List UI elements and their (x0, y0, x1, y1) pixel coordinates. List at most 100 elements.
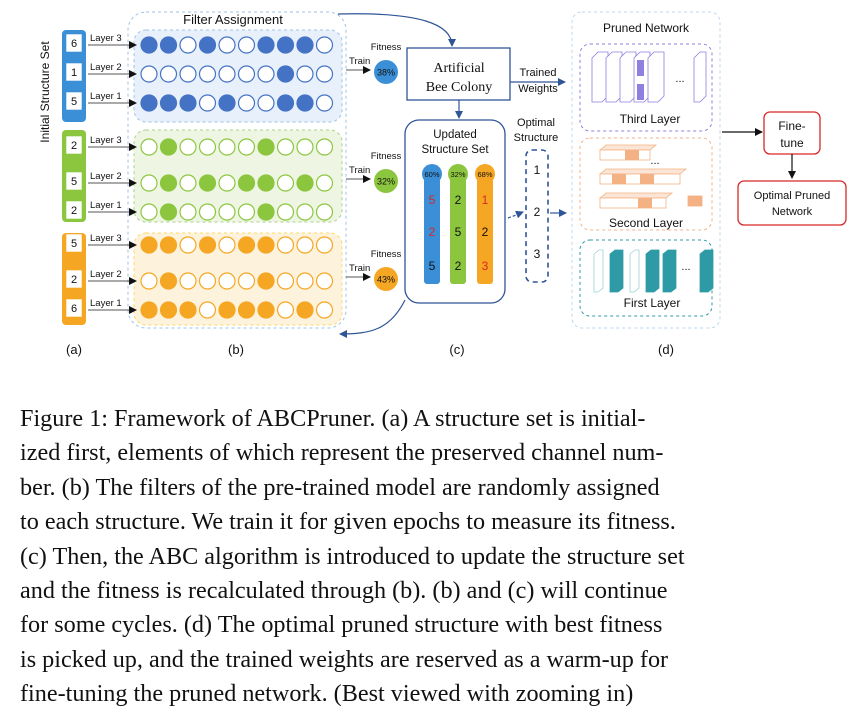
filter-dot (159, 203, 178, 221)
finetune-line1: Fine- (778, 119, 805, 133)
structure-value: 2 (71, 274, 77, 286)
updated-value: 2 (455, 259, 462, 273)
filter-dot (276, 301, 295, 319)
second-layer-label: Second Layer (609, 216, 683, 230)
second-layer-box (579, 137, 713, 231)
updated-fitness-value: 60% (424, 170, 439, 179)
filter-dot (315, 138, 334, 156)
structure-value: 1 (71, 67, 77, 79)
updated-fitness-circle (475, 164, 495, 184)
filter-dot (159, 138, 178, 156)
filter-dot (179, 236, 197, 254)
train-label: Train (349, 56, 370, 67)
filter-dot (315, 236, 334, 254)
structure-value-cell (65, 91, 83, 111)
filter-dot (257, 65, 275, 83)
filter-dot (296, 174, 314, 192)
updated-bar (450, 178, 466, 284)
first-layer-ellipsis: ... (681, 261, 690, 273)
filter-dot (237, 65, 256, 83)
filter-dot (237, 301, 256, 319)
filter-dot (140, 301, 158, 319)
structure-value: 5 (71, 176, 77, 188)
filter-dot (237, 203, 256, 221)
caption-line: (c) Then, the ABC algorithm is introduce… (20, 542, 685, 570)
caption-line: for some cycles. (d) The optimal pruned … (20, 611, 663, 639)
filter-dot (218, 94, 236, 112)
fitness-label: Fitness (371, 151, 402, 162)
filter-dot (159, 65, 178, 83)
layer-label: Layer 1 (90, 200, 122, 211)
abc-label-line1: Artificial (433, 61, 484, 76)
filter-dot (276, 36, 295, 54)
third-layer-box (579, 43, 713, 132)
updated-value: 5 (429, 259, 436, 273)
updated-value: 2 (429, 225, 436, 239)
arrow-updated-to-assignment (339, 299, 406, 338)
filter-dot (159, 236, 178, 254)
structure-value: 2 (71, 205, 77, 217)
filter-dot (198, 36, 217, 54)
filter-dot (276, 174, 295, 192)
third-layer-label: Third Layer (620, 112, 681, 126)
panel-label-a: (a) (66, 342, 82, 357)
figure-caption: Figure 1: Framework of ABCPruner. (a) A … (20, 402, 852, 712)
filter-dot (179, 272, 197, 290)
updated-value: 3 (482, 259, 489, 273)
panel-label-d: (d) (658, 342, 674, 357)
layer-label: Layer 2 (90, 171, 122, 182)
second-layer-filters (598, 144, 703, 209)
filter-assignment-label: Filter Assignment (183, 12, 283, 27)
panel-label-b: (b) (228, 342, 244, 357)
filter-dot (218, 174, 236, 192)
updated-bar (477, 178, 493, 284)
layer-label: Layer 3 (90, 33, 122, 44)
filter-dot (198, 174, 217, 192)
caption-line: to each structure. We train it for given… (20, 508, 676, 536)
fitness-label: Fitness (371, 42, 402, 53)
fitness-value: 32% (377, 177, 395, 187)
filter-dot (198, 94, 217, 112)
updated-bar (424, 178, 440, 284)
updated-value: 1 (482, 193, 489, 207)
filter-dot (296, 272, 314, 290)
third-layer-filters (591, 51, 707, 103)
filter-dot (276, 236, 295, 254)
layer-label: Layer 2 (90, 62, 122, 73)
structure-value-cell (65, 200, 83, 220)
updated-value: 5 (455, 225, 462, 239)
structure-value: 2 (71, 140, 77, 152)
updated-column-orange: 68%123 (475, 164, 495, 284)
caption-line: is picked up, and the trained weights ar… (20, 645, 669, 673)
filter-dot (296, 236, 314, 254)
optimal-value-2: 2 (534, 205, 541, 219)
filter-dot (315, 301, 334, 319)
fitness-label: Fitness (371, 249, 402, 260)
filter-dot (315, 36, 334, 54)
first-layer-box (579, 239, 713, 317)
filter-dot (257, 301, 275, 319)
structure-value-cell (65, 135, 83, 155)
filter-dot (179, 301, 197, 319)
filter-dot (257, 236, 275, 254)
layer-label: Layer 1 (90, 298, 122, 309)
filter-dot (257, 94, 275, 112)
structure-value-cell (65, 171, 83, 191)
fitness-circle (374, 60, 398, 84)
filter-dot (218, 236, 236, 254)
optimal-structure-line2: Structure (514, 132, 559, 144)
caption-line: ber. (b) The filters of the pre-trained … (20, 473, 660, 501)
filter-dot (218, 301, 236, 319)
filter-dot (198, 236, 217, 254)
optimal-network-line2: Network (772, 206, 813, 218)
filter-dot (198, 65, 217, 83)
optimal-network-box (737, 180, 847, 226)
filter-dot (276, 65, 295, 83)
filter-dot (257, 138, 275, 156)
updated-value: 2 (482, 225, 489, 239)
second-layer-ellipsis: ... (650, 155, 659, 167)
third-layer-ellipsis: ... (675, 73, 684, 85)
trained-weights-line2: Weights (518, 83, 558, 95)
filter-dot (140, 236, 158, 254)
